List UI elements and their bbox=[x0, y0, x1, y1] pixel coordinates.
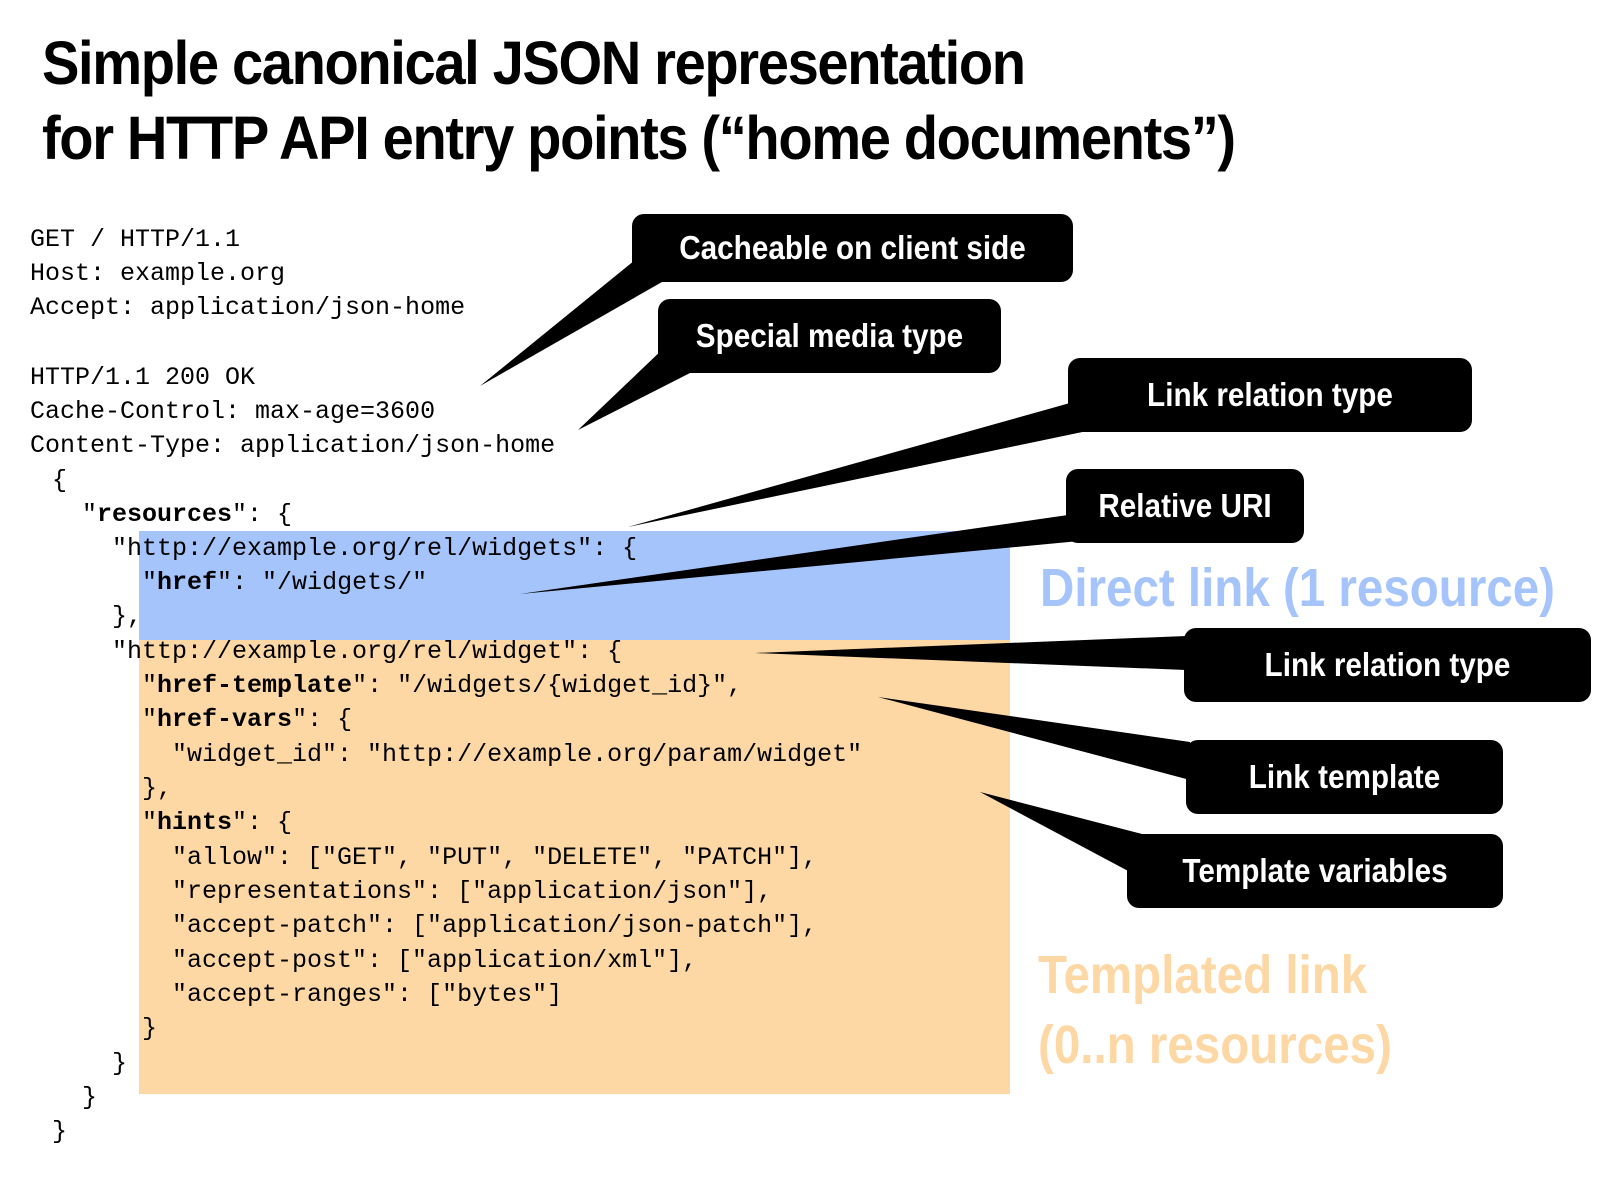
code-line: } bbox=[52, 1117, 68, 1146]
callout-pointer bbox=[578, 348, 690, 430]
callout-bubble bbox=[1184, 628, 1591, 702]
callout-pointer bbox=[980, 792, 1150, 872]
callout-relative-uri: Relative URI bbox=[1098, 487, 1272, 524]
code-line: } bbox=[52, 1049, 128, 1078]
callout-cacheable: Cacheable on client side bbox=[679, 229, 1026, 266]
callout-pointer bbox=[878, 697, 1190, 780]
code-line: "href": "/widgets/" bbox=[52, 568, 428, 597]
callout-media-type: Special media type bbox=[695, 317, 964, 354]
callout-bubble bbox=[1186, 740, 1503, 814]
code-line: "href-vars": { bbox=[52, 705, 353, 734]
slide-title: Simple canonical JSON representation for… bbox=[42, 26, 1236, 176]
code-line: { bbox=[52, 466, 68, 495]
code-line: "href-template": "/widgets/{widget_id}", bbox=[52, 671, 743, 700]
callout-pointer bbox=[480, 256, 662, 386]
code-line: Cache-Control: max-age=3600 bbox=[30, 397, 436, 426]
callout-bubble bbox=[1127, 834, 1503, 908]
code-line: }, bbox=[52, 774, 173, 803]
code-line: "representations": ["application/json"], bbox=[52, 877, 773, 906]
code-line: "accept-patch": ["application/json-patch… bbox=[52, 911, 818, 940]
code-line: "allow": ["GET", "PUT", "DELETE", "PATCH… bbox=[52, 843, 818, 872]
code-line: } bbox=[52, 1014, 158, 1043]
code-line: "resources": { bbox=[52, 500, 293, 529]
title-line-1: Simple canonical JSON representation bbox=[42, 29, 1026, 97]
code-line: "accept-post": ["application/xml"], bbox=[52, 946, 698, 975]
code-line: Content-Type: application/json-home bbox=[30, 431, 556, 460]
callout-bubble bbox=[1068, 358, 1472, 432]
templated-label-line-1: Templated link bbox=[1038, 945, 1368, 1005]
callout-pointer bbox=[755, 636, 1186, 670]
templated-link-label: Templated link (0..n resources) bbox=[1038, 940, 1392, 1080]
code-line: } bbox=[52, 1083, 98, 1112]
callout-pointer bbox=[520, 515, 1090, 594]
callout-bubble bbox=[658, 299, 1001, 373]
callout-link-template: Link template bbox=[1248, 758, 1441, 795]
code-line: Host: example.org bbox=[30, 259, 286, 288]
templated-link-highlight bbox=[139, 640, 1010, 1094]
code-line: "http://example.org/rel/widgets": { bbox=[52, 534, 638, 563]
callout-bubble bbox=[632, 214, 1073, 282]
code-line: GET / HTTP/1.1 bbox=[30, 225, 241, 254]
templated-label-line-2: (0..n resources) bbox=[1038, 1015, 1392, 1075]
callout-link-relation-type: Link relation type bbox=[1147, 376, 1393, 413]
code-line: "widget_id": "http://example.org/param/w… bbox=[52, 740, 863, 769]
direct-link-label: Direct link (1 resource) bbox=[1040, 558, 1556, 618]
code-line: "accept-ranges": ["bytes"] bbox=[52, 980, 563, 1009]
callout-template-variables: Template variables bbox=[1182, 852, 1448, 889]
callout-pointer bbox=[628, 403, 1092, 527]
code-line: Accept: application/json-home bbox=[30, 293, 466, 322]
title-line-2: for HTTP API entry points (“home documen… bbox=[42, 104, 1236, 172]
code-line: }, bbox=[52, 602, 143, 631]
code-line: "hints": { bbox=[52, 808, 293, 837]
code-line: "http://example.org/rel/widget": { bbox=[52, 637, 623, 666]
code-line: HTTP/1.1 200 OK bbox=[30, 363, 256, 392]
callout-bubble bbox=[1066, 469, 1304, 543]
callout-link-relation-type-2: Link relation type bbox=[1264, 646, 1511, 683]
